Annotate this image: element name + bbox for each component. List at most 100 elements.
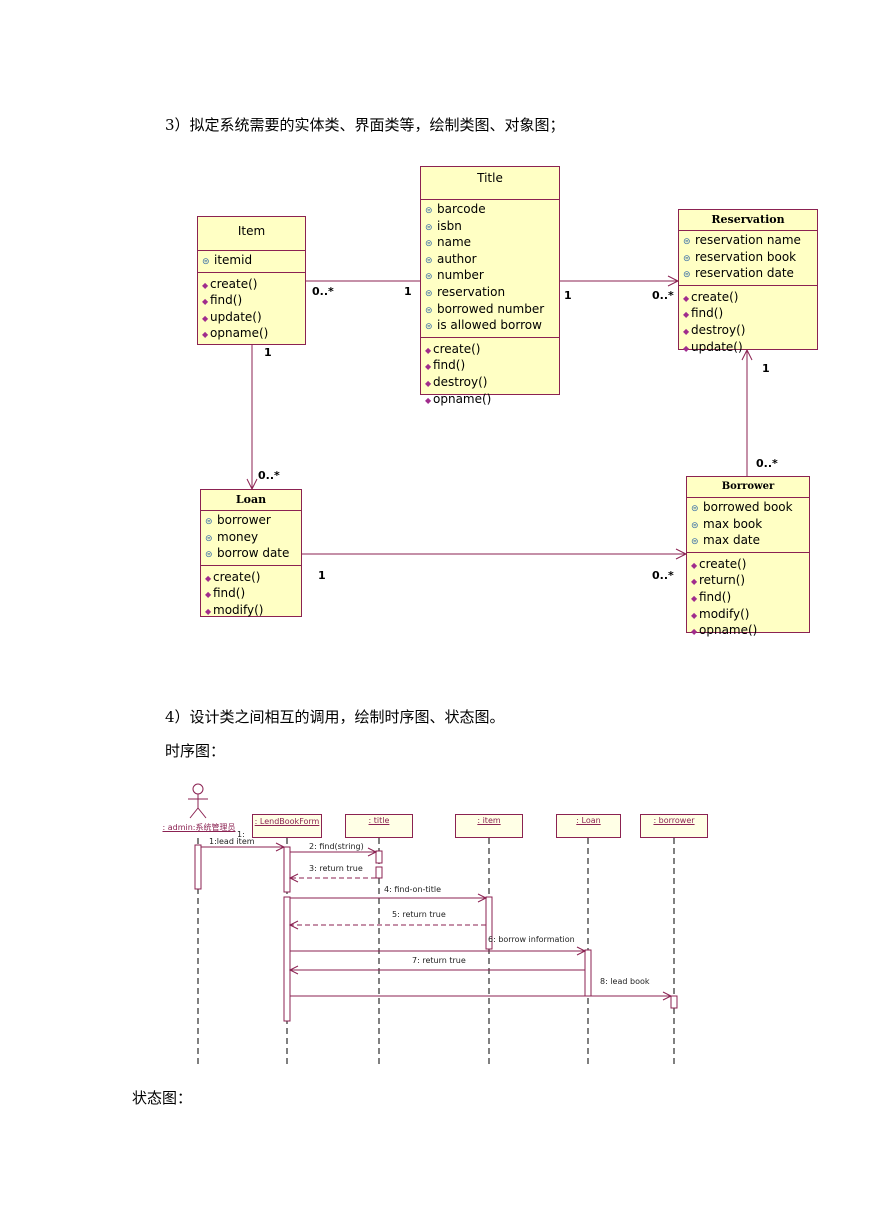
operation-icon: ◆ [205,606,212,616]
class-attribute: ⊜reservation name [683,233,817,250]
attribute-icon: ⊜ [683,237,691,247]
section-heading-class-diagram: 3）拟定系统需要的实体类、界面类等，绘制类图、对象图； [165,116,565,134]
class-name: Item [198,217,305,251]
operation-icon: ◆ [683,343,690,353]
class-operation: ◆create() [425,342,559,359]
attribute-label: number [437,268,484,283]
operation-label: create() [210,276,258,291]
multiplicity: 1 [404,285,412,298]
attribute-icon: ⊜ [691,537,699,548]
section-heading-sequence: 4）设计类之间相互的调用，绘制时序图、状态图。 [165,708,505,726]
operation-icon: ◆ [202,330,209,340]
class-attribute: ⊜name [425,235,559,252]
multiplicity: 1 [264,346,272,359]
class-operation: ◆create() [205,570,301,587]
self-label: 1: [237,830,245,839]
class-attribute: ⊜reservation book [683,250,817,267]
class-operation: ◆modify() [205,603,301,620]
class-attribute: ⊜ reservation [425,285,559,302]
class-operation: ◆return() [691,573,809,590]
attribute-label: reservation [437,284,506,299]
class-attribute: ⊜ borrowed book [691,500,809,517]
operation-icon: ◆ [683,293,690,303]
class-borrower[interactable]: Borrower ⊜borrowed book⊜max book⊜max dat… [686,476,810,637]
attribute-label: borrower [217,513,271,527]
class-operation: ◆destroy() [683,323,817,340]
class-operation: ◆destroy() [425,375,559,392]
operation-label: update() [691,339,743,354]
attribute-label: borrowed book [703,500,793,514]
class-title[interactable]: Title ⊜barcode⊜isbn⊜name⊜author⊜number⊜r… [420,166,560,406]
class-attributes: ⊜borrowed book⊜max book⊜max date [687,498,809,553]
class-reservation[interactable]: Reservation ⊜reservation name⊜reservatio… [678,209,818,354]
operation-label: find() [210,293,243,308]
class-attributes: ⊜itemid [198,251,305,273]
attribute-icon: ⊜ [425,239,433,250]
class-name: Loan [201,490,301,511]
attribute-label: author [437,251,477,266]
message-label: 4: find-on-title [384,885,442,894]
multiplicity: 0..* [652,569,674,582]
lifeline-loan[interactable]: : Loan [556,814,621,838]
attribute-icon: ⊜ [683,270,691,281]
class-operations: ◆create()◆find()◆destroy()◆update() [679,286,817,358]
attribute-label: is allowed borrow [437,318,542,333]
class-loan[interactable]: Loan ⊜borrower⊜money⊜borrow date ◆create… [200,489,302,617]
operation-icon: ◆ [205,573,212,583]
class-attribute: ⊜is allowed borrow [425,318,559,335]
class-item[interactable]: Item ⊜itemid ◆create()◆find()◆update()◆o… [197,216,306,345]
class-operation: ◆opname() [691,623,809,640]
operation-label: destroy() [433,374,488,389]
operation-icon: ◆ [425,395,432,405]
class-attribute: ⊜borrow date [205,546,301,563]
lifeline-item[interactable]: : item [455,814,523,838]
attribute-icon: ⊜ [425,206,433,216]
operation-icon: ◆ [202,313,209,323]
class-operation: ◆find() [691,590,809,607]
class-attribute: ⊜itemid [202,253,305,270]
operation-label: find() [213,586,246,601]
class-operation: ◆find() [202,293,305,310]
operation-label: create() [691,289,739,304]
attribute-label: borrow date [217,546,290,561]
attribute-icon: ⊜ [425,255,433,266]
operation-icon: ◆ [691,560,698,570]
multiplicity: 1 [564,289,572,302]
lifeline-borrower[interactable]: : borrower [640,814,708,838]
class-attribute: ⊜max book [691,517,809,534]
operation-label: opname() [210,326,269,341]
operation-icon: ◆ [691,627,698,637]
operation-icon: ◆ [683,326,690,336]
class-operation: ◆create() [683,290,817,307]
attribute-label: money [217,529,259,544]
operation-label: destroy() [691,322,746,337]
attribute-label: itemid [214,253,253,267]
class-operation: ◆update() [683,340,817,357]
operation-label: find() [699,589,732,604]
operation-icon: ◆ [425,378,432,388]
lifeline-lendbookform[interactable]: : LendBookForm [252,814,322,838]
attribute-icon: ⊜ [691,504,699,514]
operation-label: return() [699,573,746,588]
class-attribute: ⊜number [425,268,559,285]
message-label: 5: return true [392,910,446,919]
attribute-icon: ⊜ [425,222,433,233]
attribute-label: reservation book [695,249,797,264]
attribute-icon: ⊜ [425,288,433,299]
class-attribute: ⊜ author [425,252,559,269]
attribute-label: isbn [437,218,462,233]
operation-label: update() [210,309,262,324]
class-name: Reservation [679,210,817,231]
operation-label: opname() [433,391,492,406]
actor-label: : admin:系统管理员 [162,823,236,832]
multiplicity: 1 [318,569,326,582]
lifeline-title[interactable]: : title [345,814,413,838]
attribute-label: max book [703,516,763,531]
class-attribute: ⊜borrower [205,513,301,530]
class-attribute: ⊜barcode [425,202,559,219]
message-label: 1:lead item [209,837,255,846]
state-diagram-caption: 状态图： [132,1089,193,1107]
class-operation: ◆update() [202,310,305,327]
class-operation: ◆opname() [202,326,305,343]
